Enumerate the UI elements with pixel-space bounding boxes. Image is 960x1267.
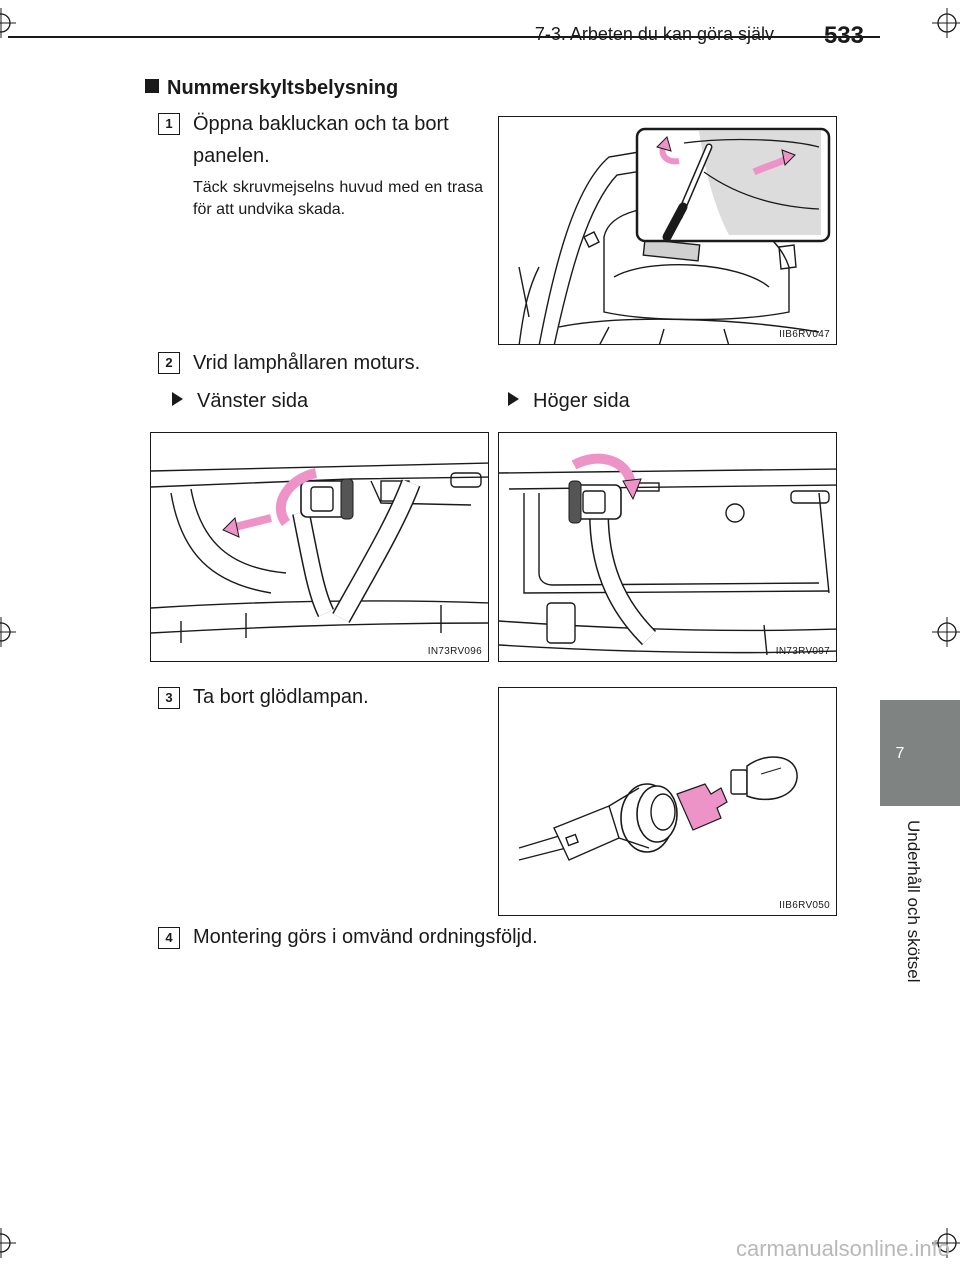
step-4-text: Montering görs i omvänd ordningsföljd. bbox=[193, 926, 538, 948]
section-title: Nummerskyltsbelysning bbox=[145, 77, 398, 100]
registration-mark-bottom-left bbox=[0, 1228, 16, 1258]
right-side-text: Höger sida bbox=[533, 390, 630, 412]
square-bullet-icon bbox=[145, 79, 159, 93]
registration-mark-mid-right bbox=[932, 617, 960, 647]
bulb-removal-illustration bbox=[518, 756, 798, 861]
step-1-line-1: Öppna bakluckan och ta bort bbox=[193, 113, 449, 135]
section-title-text: Nummerskyltsbelysning bbox=[167, 77, 399, 99]
figure-code: IIB6RV047 bbox=[779, 329, 830, 340]
left-side-label: Vänster sida bbox=[172, 390, 308, 413]
step-2-text: Vrid lamphållaren moturs. bbox=[193, 352, 421, 374]
chapter-number: 7 bbox=[895, 745, 905, 762]
step-number-4: 4 bbox=[158, 927, 180, 949]
registration-mark-mid-left bbox=[0, 617, 16, 647]
trunk-lid-illustration bbox=[518, 127, 831, 344]
registration-mark-top-left bbox=[0, 8, 16, 38]
registration-mark-bottom-right bbox=[932, 1228, 960, 1258]
right-side-label: Höger sida bbox=[508, 390, 630, 413]
step-number-1: 1 bbox=[158, 113, 180, 135]
page-number: 533 bbox=[823, 22, 864, 49]
step-1-line-2: panelen. bbox=[193, 145, 270, 167]
triangle-bullet-icon bbox=[172, 392, 183, 406]
step-3-text: Ta bort glödlampan. bbox=[193, 686, 369, 708]
watermark: carmanualsonline.info bbox=[735, 1236, 950, 1261]
triangle-bullet-icon bbox=[508, 392, 519, 406]
figure-code: IN73RV097 bbox=[775, 646, 830, 657]
step-1-text: Öppna bakluckan och ta bort panelen. bbox=[193, 108, 493, 172]
figure-left-side-socket: IN73RV096 bbox=[150, 432, 489, 662]
step-number-2: 2 bbox=[158, 352, 180, 374]
figure-open-trunk-panel: IIB6RV047 bbox=[498, 116, 837, 345]
chapter-tab bbox=[880, 700, 960, 806]
section-header: 7-3. Arbeten du kan göra själv bbox=[534, 24, 774, 44]
step-number-3: 3 bbox=[158, 687, 180, 709]
left-side-text: Vänster sida bbox=[197, 390, 309, 412]
step-1-note: Täck skruvmejselns huvud med en trasa fö… bbox=[193, 179, 483, 218]
figure-right-side-socket: IN73RV097 bbox=[498, 432, 837, 662]
right-socket-illustration bbox=[499, 453, 836, 656]
figure-code: IN73RV096 bbox=[427, 646, 482, 657]
header-rule bbox=[8, 36, 880, 38]
figure-code: IIB6RV050 bbox=[779, 900, 830, 911]
chapter-title: Underhåll och skötsel bbox=[904, 820, 923, 983]
registration-mark-top-right bbox=[932, 8, 960, 38]
left-socket-illustration bbox=[151, 462, 488, 643]
figure-remove-bulb: IIB6RV050 bbox=[498, 687, 837, 916]
